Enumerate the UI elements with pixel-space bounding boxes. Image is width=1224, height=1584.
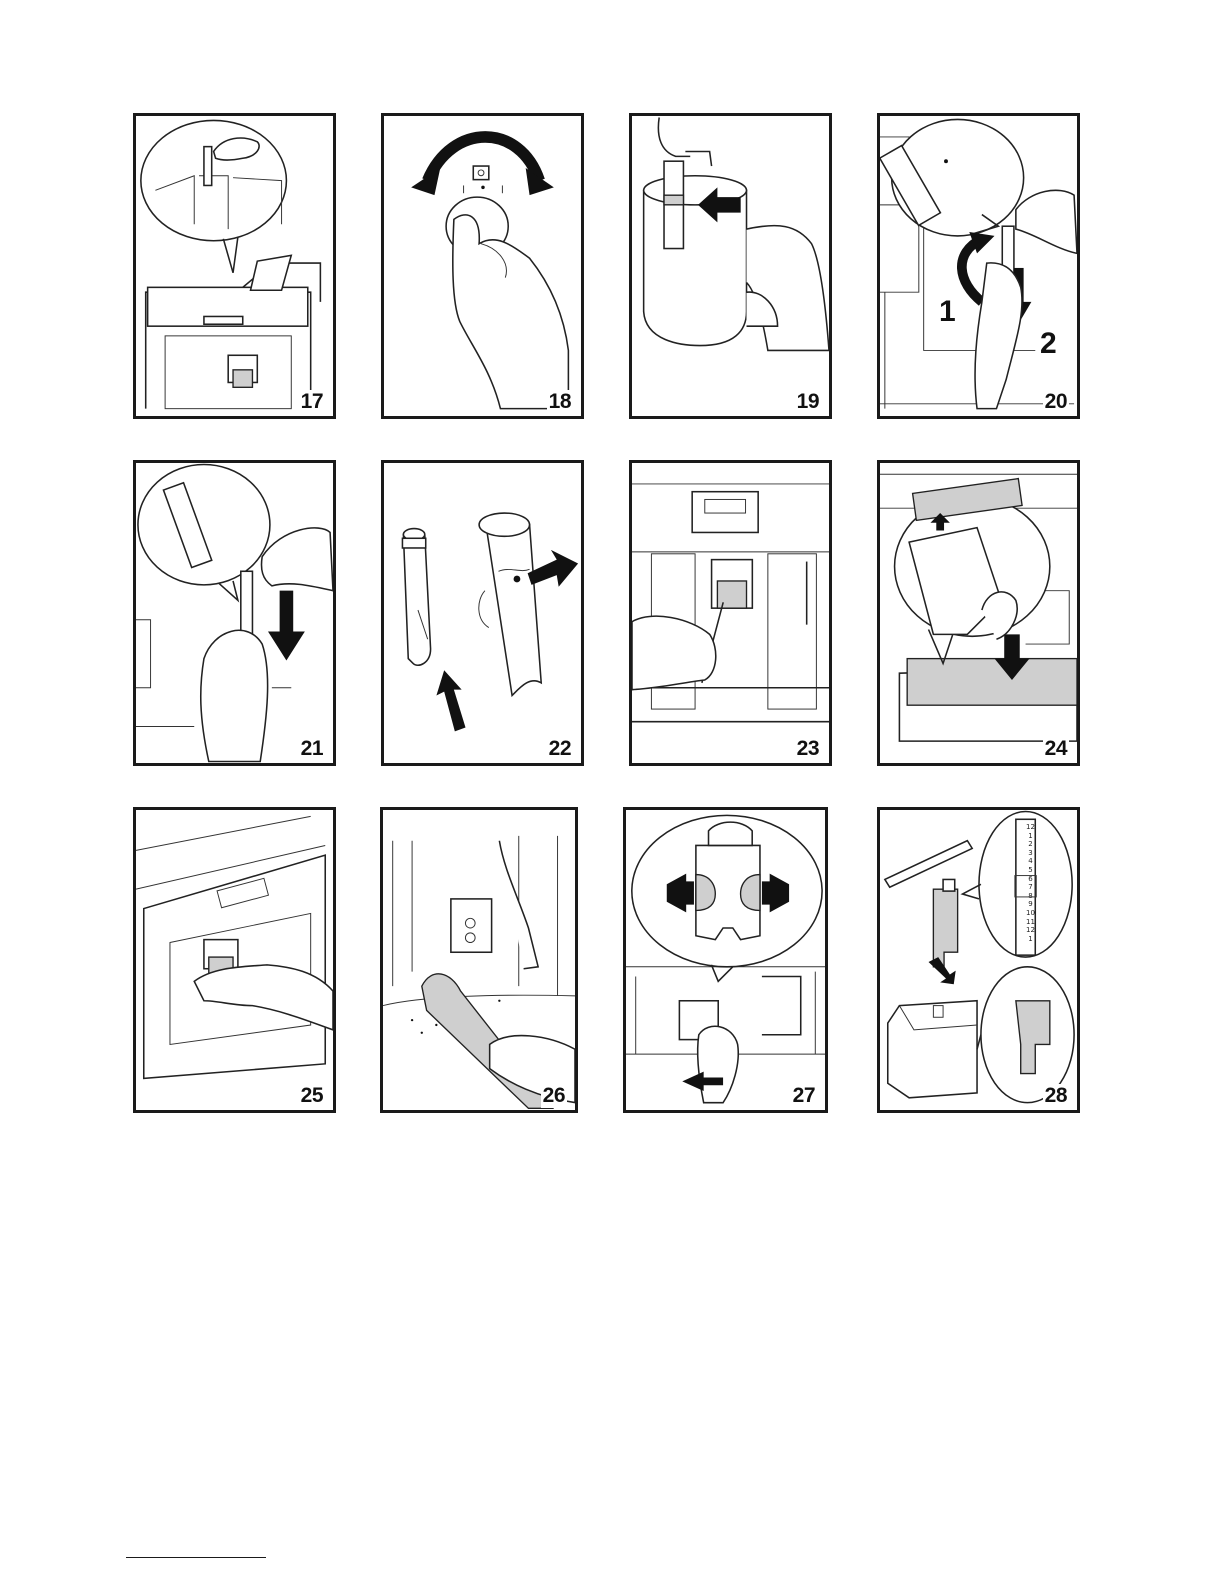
figure-number: 18 xyxy=(547,390,573,414)
scale-label: 4 xyxy=(1020,857,1041,866)
wipe-cloth-icon xyxy=(136,810,333,1110)
footer-rule xyxy=(126,1557,266,1558)
vacuum-nozzle-icon xyxy=(383,810,575,1110)
figure-number: 21 xyxy=(299,737,325,761)
figure-number: 26 xyxy=(541,1084,567,1108)
figure-23: 23 xyxy=(629,460,832,766)
figure-number: 19 xyxy=(795,390,821,414)
scale-label: 10 xyxy=(1020,909,1041,918)
scale-label: 3 xyxy=(1020,849,1041,858)
figure-number: 24 xyxy=(1043,737,1069,761)
rotary-knob-icon xyxy=(384,116,581,416)
figure-22: 22 xyxy=(381,460,584,766)
filter-scale: 12 1 2 3 4 5 6 7 8 9 10 11 12 1 xyxy=(1020,823,1041,943)
scale-label: 8 xyxy=(1020,892,1041,901)
figure-number: 27 xyxy=(791,1084,817,1108)
figure-number: 23 xyxy=(795,737,821,761)
figure-18: 18 xyxy=(381,113,584,419)
figure-28: 12 1 2 3 4 5 6 7 8 9 10 11 12 1 28 xyxy=(877,807,1080,1113)
scale-label: 11 xyxy=(1020,918,1041,927)
nozzle-cleaning-icon xyxy=(632,463,829,763)
figure-27: 27 xyxy=(623,807,828,1113)
scale-label: 2 xyxy=(1020,840,1041,849)
water-filter-icon xyxy=(880,810,1077,1110)
milk-tube-parts-icon xyxy=(384,463,581,763)
scale-label: 6 xyxy=(1020,875,1041,884)
figure-number: 22 xyxy=(547,737,573,761)
milk-tube-pull-icon xyxy=(136,463,333,763)
figure-20: 1 2 20 xyxy=(877,113,1080,419)
figure-number: 20 xyxy=(1043,390,1069,414)
step-label-2: 2 xyxy=(1040,329,1057,359)
scale-label: 12 xyxy=(1020,823,1041,832)
figure-number: 17 xyxy=(299,390,325,414)
milk-tube-removal-icon xyxy=(880,116,1077,416)
scale-label: 5 xyxy=(1020,866,1041,875)
step-label-1: 1 xyxy=(939,297,956,327)
figure-26: 26 xyxy=(380,807,578,1113)
dispenser-lever-icon xyxy=(136,116,333,416)
figure-24: 24 xyxy=(877,460,1080,766)
figure-21: 21 xyxy=(133,460,336,766)
figure-17: 17 xyxy=(133,113,336,419)
figure-25: 25 xyxy=(133,807,336,1113)
brew-unit-icon xyxy=(626,810,825,1110)
scale-label: 1 xyxy=(1020,935,1041,944)
scale-label: 7 xyxy=(1020,883,1041,892)
milk-pitcher-icon xyxy=(632,116,829,416)
drip-tray-icon xyxy=(880,463,1077,763)
scale-label: 1 xyxy=(1020,832,1041,841)
figure-19: 19 xyxy=(629,113,832,419)
scale-label: 9 xyxy=(1020,900,1041,909)
figure-number: 25 xyxy=(299,1084,325,1108)
scale-label: 12 xyxy=(1020,926,1041,935)
figure-number: 28 xyxy=(1043,1084,1069,1108)
